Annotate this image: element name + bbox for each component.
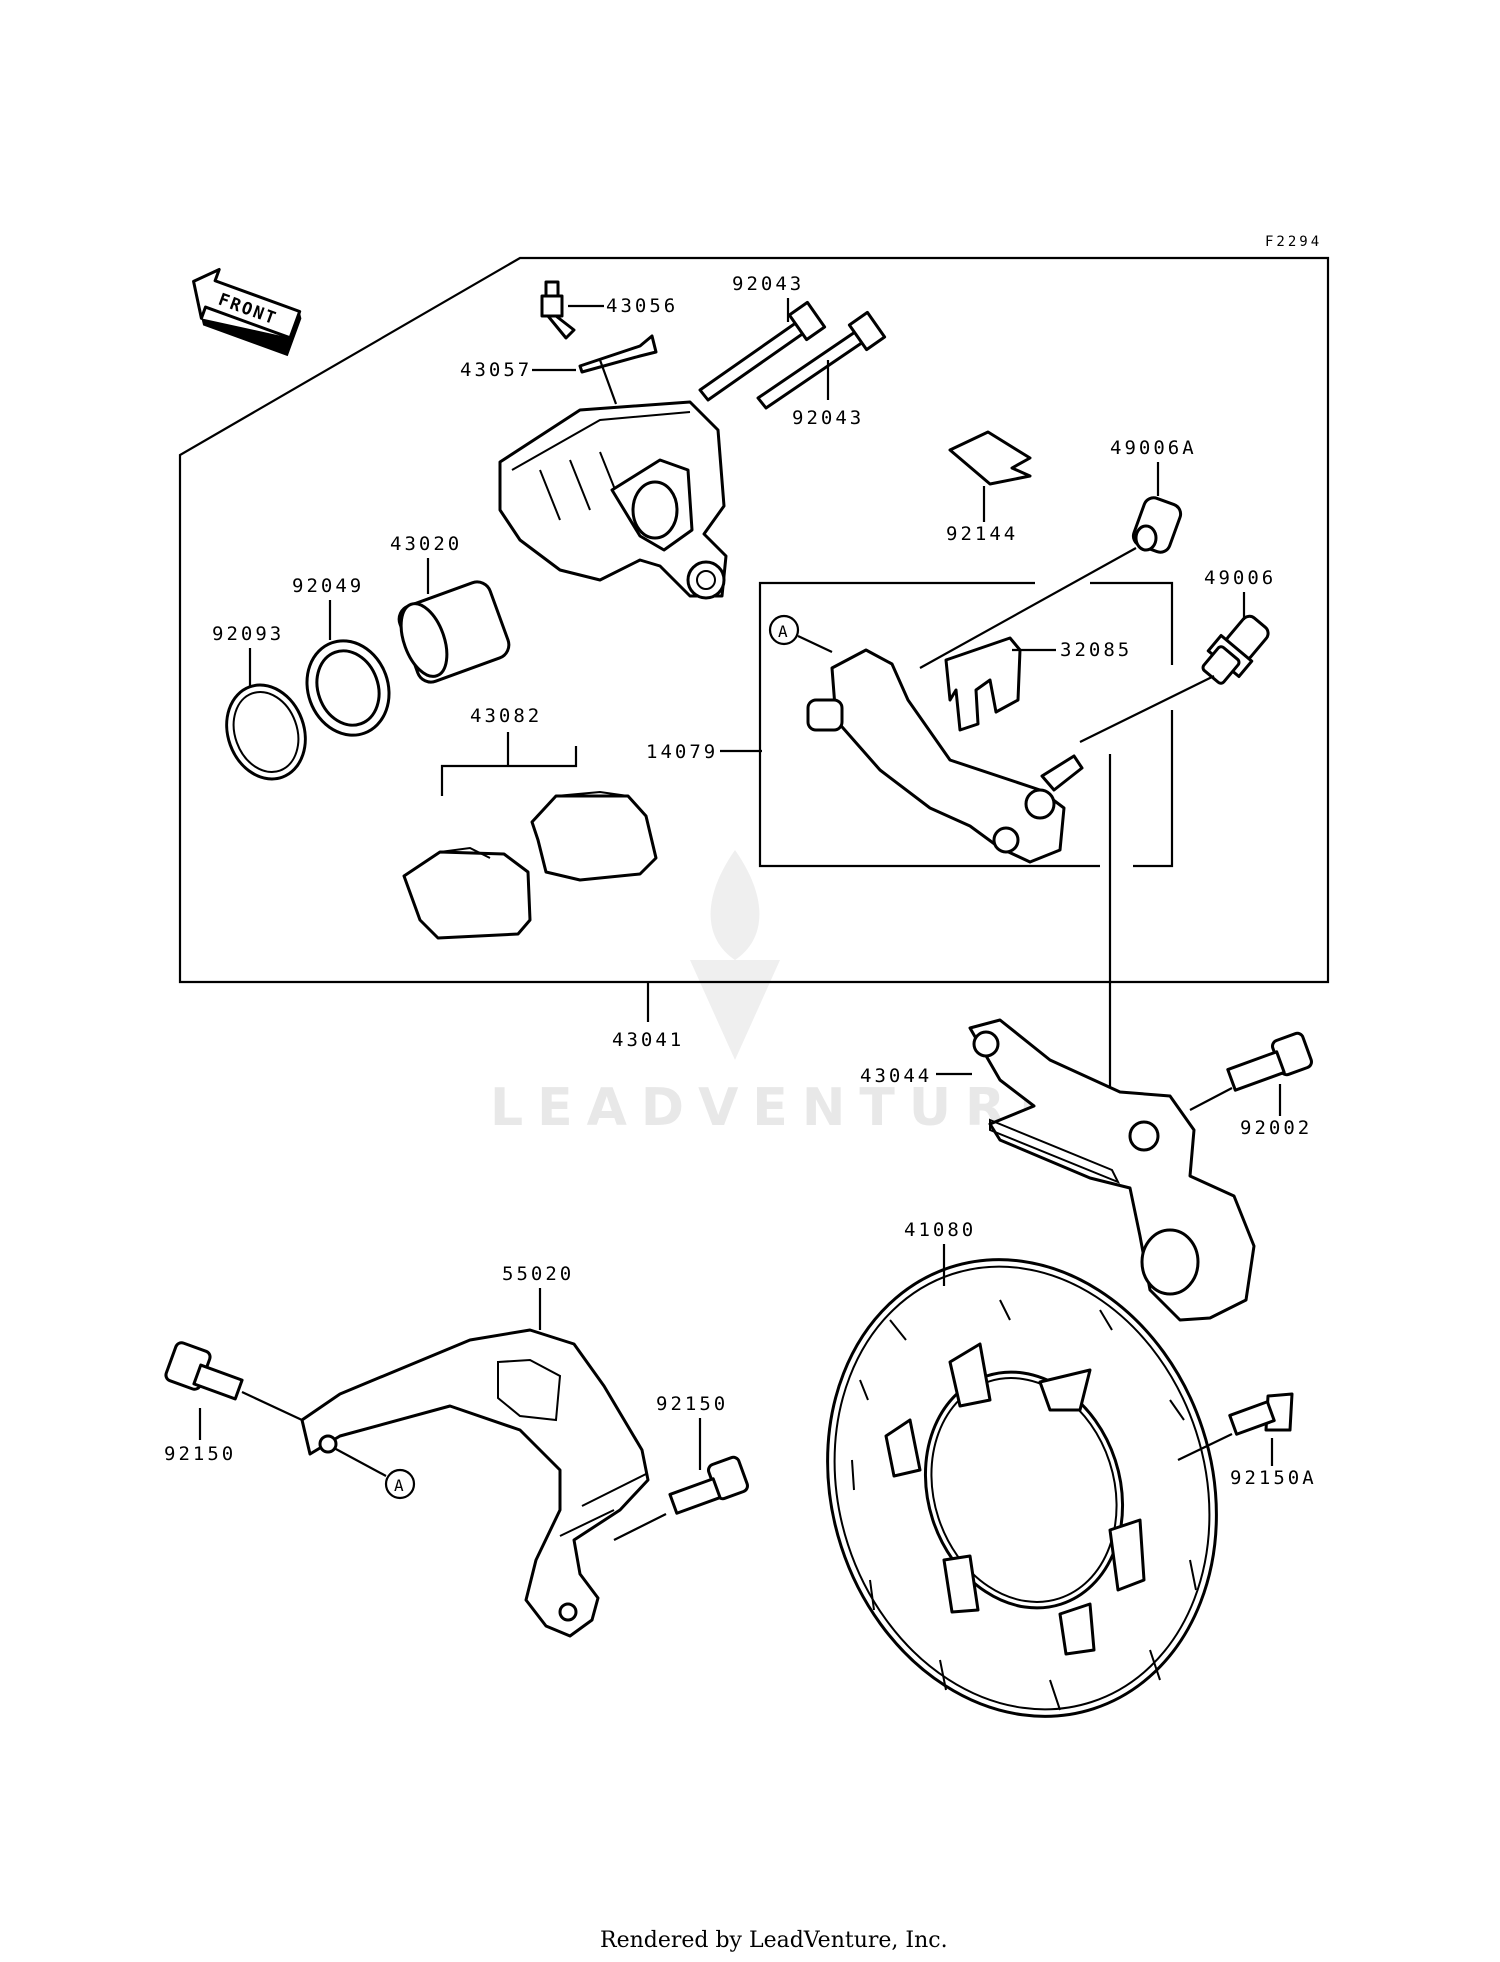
label-43044: 43044 <box>860 1065 932 1087</box>
label-92150-right: 92150 <box>656 1393 728 1415</box>
label-32085: 32085 <box>1060 639 1132 661</box>
diagram-code: F2294 <box>1265 234 1322 250</box>
ref-a-circle-top <box>768 614 800 646</box>
slide-pin-2 <box>756 310 887 410</box>
bleeder-valve <box>540 280 576 340</box>
label-92150A: 92150A <box>1230 1467 1317 1489</box>
disc-screw <box>1228 1392 1294 1436</box>
watermark-text: LEADVENTURE <box>490 1078 1069 1138</box>
label-43056: 43056 <box>606 295 678 317</box>
caliper-body <box>498 400 728 600</box>
ref-a-top: A <box>778 622 788 641</box>
guard-bolt-right <box>668 1455 750 1515</box>
piston-seal <box>305 639 391 737</box>
caliper-bracket-assembly <box>806 648 1084 864</box>
watermark: LEADVENTURE <box>490 850 1069 1138</box>
guard-bolt-left <box>164 1341 244 1401</box>
label-43041: 43041 <box>612 1029 684 1051</box>
brake-pad-1 <box>402 846 532 940</box>
bracket-clip <box>944 636 1022 732</box>
footer-credit: Rendered by LeadVenture, Inc. <box>600 1928 948 1953</box>
bracket-bolt <box>1201 614 1270 685</box>
ref-a-bottom: A <box>394 1476 404 1495</box>
label-92144: 92144 <box>946 523 1018 545</box>
disc-guard <box>300 1328 650 1638</box>
pad-retainer <box>948 430 1032 486</box>
label-41080: 41080 <box>904 1219 976 1241</box>
label-92043-bottom: 92043 <box>792 407 864 429</box>
label-43020: 43020 <box>390 533 462 555</box>
caliper-bracket <box>968 1018 1256 1322</box>
label-55020: 55020 <box>502 1263 574 1285</box>
ref-a-circle-bottom <box>384 1468 416 1500</box>
pad-spring <box>578 334 658 374</box>
brake-disc <box>826 1258 1218 1718</box>
bracket-mount-bolt <box>1226 1031 1314 1092</box>
label-49006A: 49006A <box>1110 437 1197 459</box>
label-92002: 92002 <box>1240 1117 1312 1139</box>
label-49006: 49006 <box>1204 567 1276 589</box>
label-43082: 43082 <box>470 705 542 727</box>
label-43057: 43057 <box>460 359 532 381</box>
dust-seal <box>225 683 307 781</box>
bracket-box-outline <box>758 581 1174 868</box>
caliper-kit-outline <box>178 256 1330 984</box>
dust-boot <box>1131 496 1183 554</box>
front-arrow: FRONT <box>192 267 302 357</box>
brake-pad-2 <box>530 790 658 882</box>
piston <box>397 580 511 684</box>
label-92049: 92049 <box>292 575 364 597</box>
slide-pin-1 <box>698 300 827 402</box>
label-14079: 14079 <box>646 741 718 763</box>
label-92043-top: 92043 <box>732 273 804 295</box>
label-92150-left: 92150 <box>164 1443 236 1465</box>
label-92093: 92093 <box>212 623 284 645</box>
